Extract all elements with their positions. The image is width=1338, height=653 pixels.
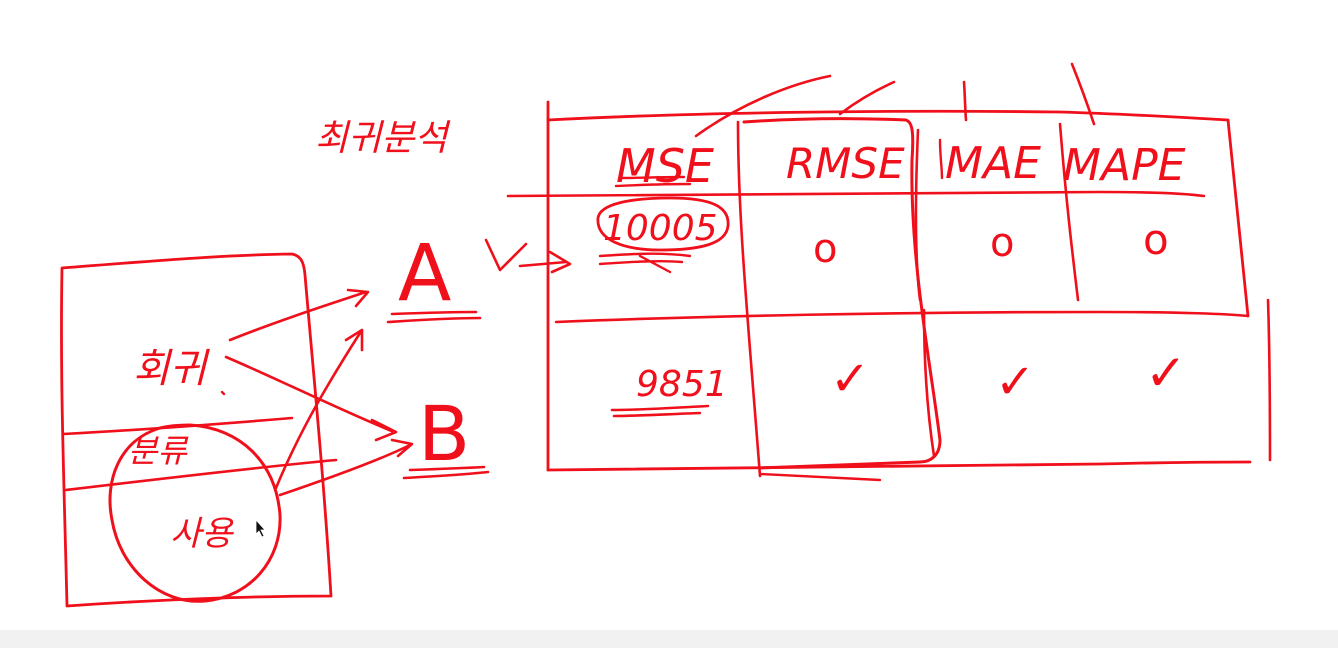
table-row1-mark-mae: o xyxy=(990,220,1014,266)
model-a-label: A xyxy=(398,229,451,319)
mae-extra-bar xyxy=(938,138,944,180)
row1-value-scribble xyxy=(598,252,692,274)
table-row2-mark-rmse: ✓ xyxy=(830,351,870,407)
bottom-strip xyxy=(0,630,1338,648)
table-header-divider xyxy=(506,190,1206,198)
left-box-label-regression: 회귀 xyxy=(133,346,211,392)
mse-underline xyxy=(614,175,692,188)
header-tick-mse xyxy=(694,74,832,138)
table-header-mape: MAPE xyxy=(1063,140,1186,191)
left-box-label-classification: 분류 xyxy=(128,432,188,470)
table-header-mse: MSE xyxy=(616,139,714,193)
ink-strokes xyxy=(60,62,1272,608)
mouse-pointer-icon xyxy=(255,518,266,538)
arrow-usage-to-b xyxy=(278,438,414,497)
table-row2-mark-mae: ✓ xyxy=(995,354,1035,410)
header-tick-mae xyxy=(962,80,968,122)
header-tick-rmse xyxy=(838,80,896,116)
rmse-highlight-box xyxy=(742,117,942,470)
table-right-border-row1 xyxy=(1226,118,1250,318)
left-box-outline xyxy=(60,252,333,608)
table-row2-value: 9851 xyxy=(636,364,728,405)
table-row1-value: 10005 xyxy=(603,208,718,249)
row2-value-underline xyxy=(610,404,710,418)
table-row-divider xyxy=(554,310,1250,324)
regression-dot xyxy=(220,390,226,396)
table-header-rmse: RMSE xyxy=(786,139,905,188)
table-row1-mark-mape: o xyxy=(1143,215,1169,264)
header-tick-mape xyxy=(1070,62,1096,126)
table-col-divider-3 xyxy=(1058,122,1080,302)
rmse-highlight-box-bottom xyxy=(758,472,882,482)
a-check-arrow xyxy=(484,238,572,274)
title-text: 최귀분석 xyxy=(315,118,451,159)
arrow-regression-to-a xyxy=(228,288,370,342)
table-bottom-border xyxy=(546,460,1252,472)
left-box-label-usage: 사용 xyxy=(170,514,234,554)
table-col-divider-1 xyxy=(736,120,762,478)
table-row1-mark-rmse: o xyxy=(813,226,837,272)
table-right-border-row2 xyxy=(1266,298,1272,462)
usage-circle xyxy=(108,423,282,603)
a-underline xyxy=(386,310,482,324)
arrow-regression-to-b xyxy=(224,355,398,442)
table-header-mae: MAE xyxy=(945,138,1041,189)
left-box-divider-2 xyxy=(64,458,338,492)
table-top-border xyxy=(546,109,1230,122)
b-underline xyxy=(402,465,490,480)
row1-value-circle xyxy=(596,196,730,252)
arrow-usage-to-a xyxy=(274,328,364,490)
table-row2-mark-mape: ✓ xyxy=(1145,344,1187,402)
model-b-label: B xyxy=(418,389,470,478)
